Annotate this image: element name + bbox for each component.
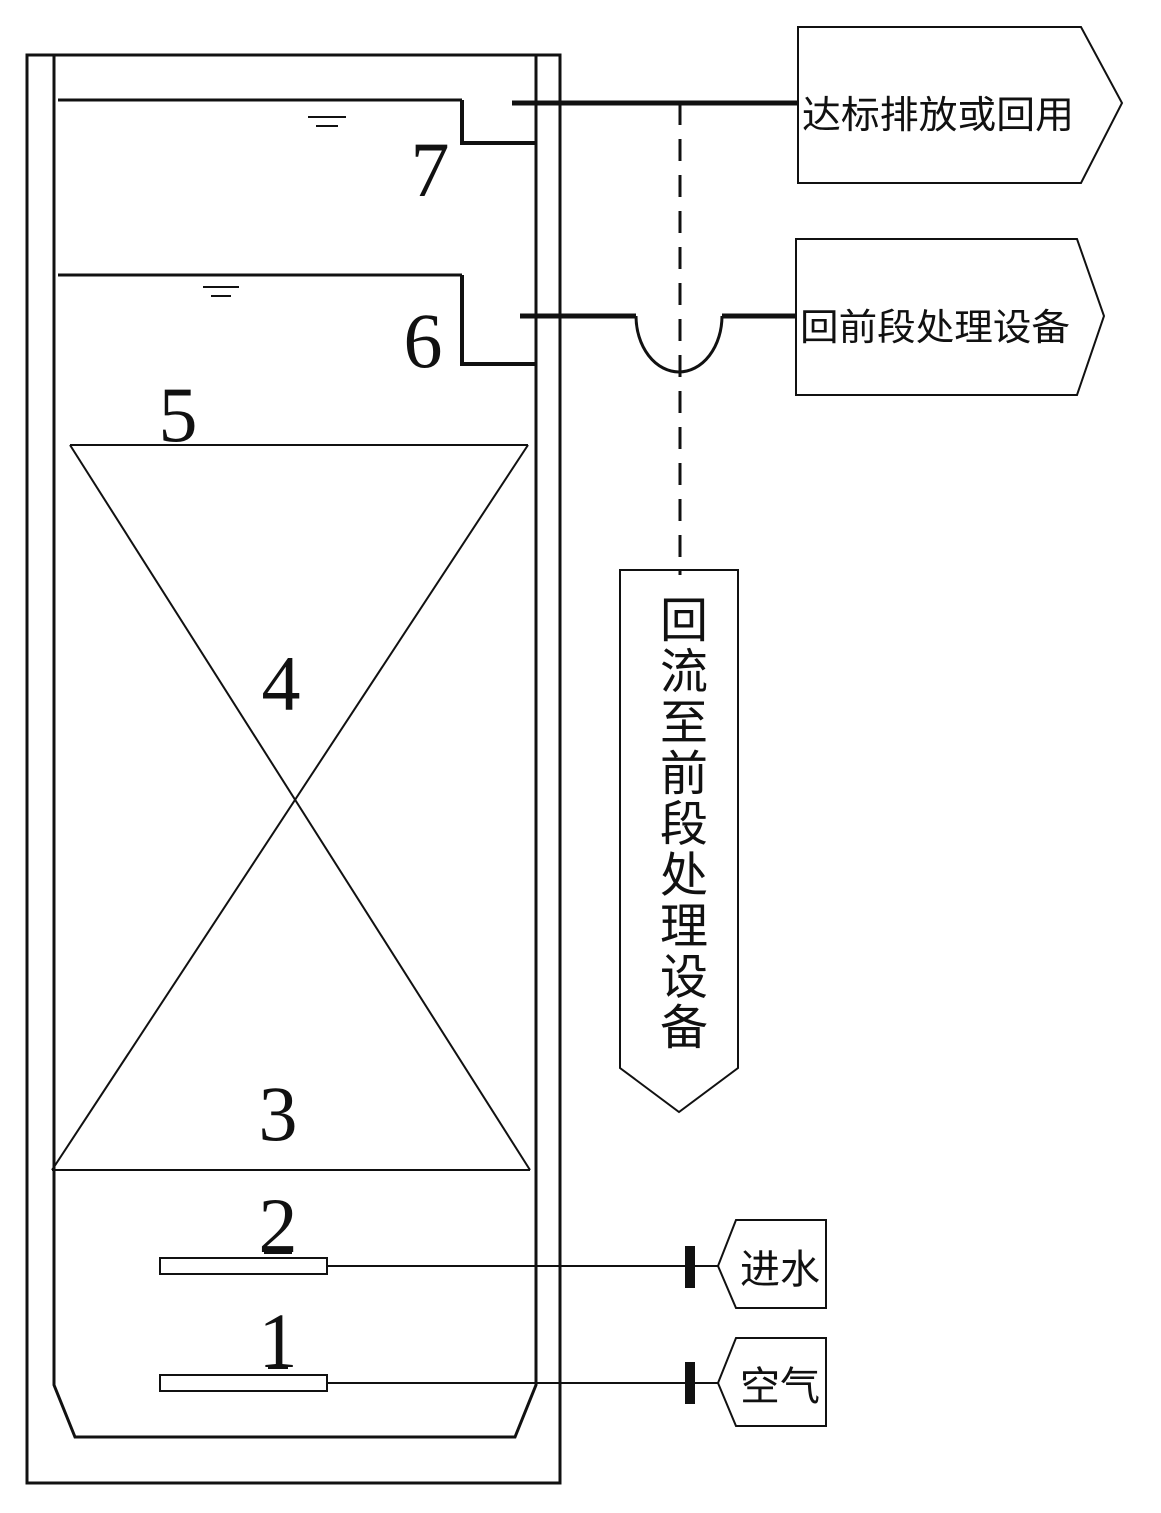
- label-3: 3: [259, 1070, 298, 1157]
- weir-7: [460, 100, 536, 145]
- label-1-leader: [268, 1365, 288, 1369]
- discharge-sign-box: [797, 26, 1124, 184]
- label-6: 6: [404, 297, 443, 384]
- return-front-sign-text: 回前段处理设备: [800, 306, 1070, 349]
- packing-diagonal-a: [69, 444, 531, 1171]
- air-inlet-valve: [685, 1362, 695, 1404]
- label-7: 7: [411, 126, 450, 213]
- label-2: 2: [259, 1182, 298, 1269]
- water-in-sign-box: [716, 1219, 827, 1309]
- tank-inner-wall: [52, 55, 538, 1439]
- label-4: 4: [262, 640, 301, 727]
- water-in-sign-text: 进水: [740, 1247, 820, 1293]
- packing-diagonal-b: [51, 444, 529, 1171]
- tank-outer-wall: [25, 53, 562, 1485]
- reflux-sign-text: 回流至前段处理设备: [651, 595, 707, 1050]
- discharge-sign-text: 达标排放或回用: [802, 93, 1074, 137]
- air-sign-box: [716, 1337, 827, 1427]
- reflux-sign-box: [619, 569, 739, 1114]
- weir-6: [460, 275, 536, 366]
- air-sign-text: 空气: [740, 1364, 820, 1410]
- air-distributor: [159, 1374, 328, 1392]
- water-distributor: [159, 1257, 328, 1275]
- return-front-sign-box: [795, 238, 1106, 396]
- label-5: 5: [159, 371, 198, 458]
- water-inlet-valve: [685, 1246, 695, 1288]
- label-2-leader: [264, 1250, 292, 1254]
- label-1: 1: [259, 1297, 298, 1384]
